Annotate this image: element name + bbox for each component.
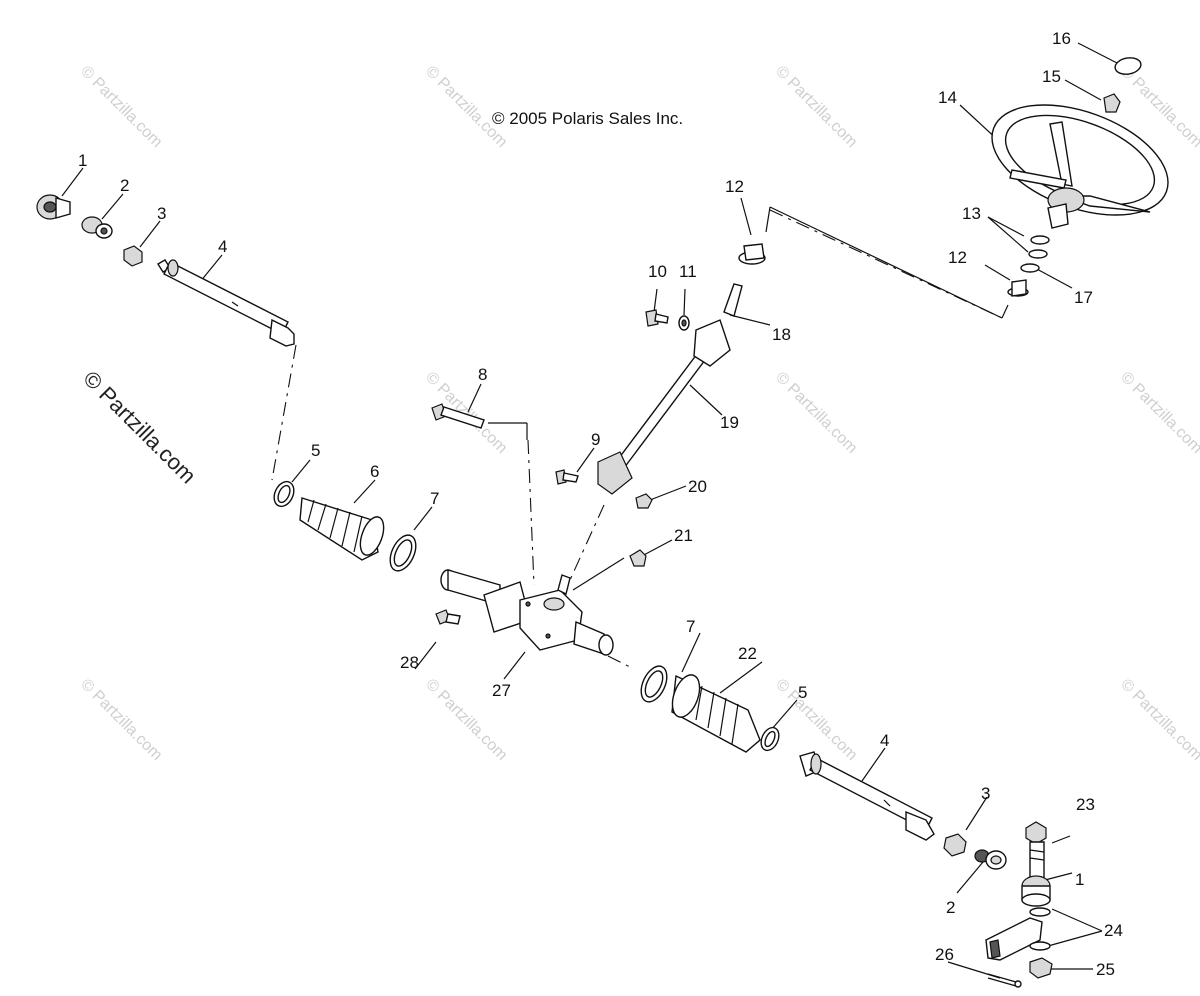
callout-10: 10 bbox=[648, 262, 667, 281]
dashed-lines bbox=[271, 209, 1003, 669]
watermark: © Partzilla.com bbox=[1117, 676, 1200, 764]
castle-nut[interactable] bbox=[1029, 957, 1053, 979]
clamp-ring-right[interactable] bbox=[758, 725, 783, 754]
callout-12: 12 bbox=[725, 177, 744, 196]
rack-bolt[interactable] bbox=[435, 609, 461, 625]
watermark: © Partzilla.com bbox=[772, 63, 860, 151]
callout-25: 25 bbox=[1096, 960, 1115, 979]
ball-joint-left[interactable] bbox=[81, 216, 113, 239]
boot-clamp-left[interactable] bbox=[385, 531, 421, 575]
boot-left[interactable] bbox=[299, 497, 388, 561]
spindle-bracket[interactable] bbox=[985, 917, 1043, 961]
callout-1: 1 bbox=[1075, 870, 1084, 889]
cotter-pin[interactable] bbox=[987, 973, 1022, 988]
callout-3: 3 bbox=[981, 784, 990, 803]
callout-14: 14 bbox=[938, 88, 957, 107]
watermark: © Partzilla.com bbox=[77, 676, 165, 764]
tie-rod-lower[interactable] bbox=[799, 751, 935, 841]
callout-labels: 1 2 3 4 5 6 7 8 9 10 11 12 13 14 15 16 1… bbox=[78, 29, 1123, 979]
callout-3: 3 bbox=[157, 204, 166, 223]
pinch-bolt[interactable] bbox=[645, 309, 669, 327]
washer-24-upper[interactable] bbox=[1029, 907, 1051, 917]
bushing-upper[interactable] bbox=[738, 243, 766, 265]
boot-right[interactable] bbox=[667, 671, 761, 753]
callout-7: 7 bbox=[430, 489, 439, 508]
callout-15: 15 bbox=[1042, 67, 1061, 86]
u-joint-bolt-lower[interactable] bbox=[555, 469, 579, 485]
mounting-bolt[interactable] bbox=[431, 403, 485, 429]
callout-20: 20 bbox=[688, 477, 707, 496]
callout-24: 24 bbox=[1104, 921, 1123, 940]
callout-6: 6 bbox=[370, 462, 379, 481]
watermark: © Partzilla.com bbox=[772, 676, 860, 764]
callout-23: 23 bbox=[1076, 795, 1095, 814]
callout-9: 9 bbox=[591, 430, 600, 449]
clamp-ring-left[interactable] bbox=[270, 478, 297, 509]
jam-nut-right[interactable] bbox=[943, 833, 967, 857]
steering-wheel[interactable] bbox=[977, 83, 1183, 236]
tie-rod-end-left[interactable] bbox=[36, 194, 71, 220]
wheel-nut[interactable] bbox=[1103, 93, 1121, 113]
ball-joint-right[interactable] bbox=[974, 849, 1007, 870]
callout-27: 27 bbox=[492, 681, 511, 700]
callout-7: 7 bbox=[686, 617, 695, 636]
callout-28: 28 bbox=[400, 653, 419, 672]
callout-4: 4 bbox=[218, 237, 227, 256]
washer-upper[interactable] bbox=[678, 315, 690, 331]
lock-nut-21[interactable] bbox=[629, 549, 647, 567]
callout-11: 11 bbox=[679, 262, 697, 281]
watermark: © Partzilla.com bbox=[1117, 369, 1200, 457]
callout-16: 16 bbox=[1052, 29, 1071, 48]
tie-rod-upper[interactable] bbox=[157, 259, 295, 347]
callout-18: 18 bbox=[772, 325, 791, 344]
callout-2: 2 bbox=[946, 898, 955, 917]
callout-2: 2 bbox=[120, 176, 129, 195]
watermark: © Partzilla.com bbox=[77, 63, 165, 151]
jam-nut-left[interactable] bbox=[123, 245, 143, 267]
callout-12: 12 bbox=[948, 248, 967, 267]
spindle-bolt[interactable] bbox=[1025, 821, 1047, 881]
callout-22: 22 bbox=[738, 644, 757, 663]
lock-nut-20[interactable] bbox=[635, 493, 653, 509]
boot-clamp-right[interactable] bbox=[636, 662, 672, 706]
washer-24-lower[interactable] bbox=[1029, 941, 1051, 951]
callout-21: 21 bbox=[674, 526, 693, 545]
callout-26: 26 bbox=[935, 945, 954, 964]
watermark: © Partzilla.com bbox=[422, 63, 510, 151]
tie-rod-end-right[interactable] bbox=[1021, 875, 1051, 907]
callout-8: 8 bbox=[478, 365, 487, 384]
callout-17: 17 bbox=[1074, 288, 1093, 307]
washer-set[interactable] bbox=[1020, 235, 1050, 273]
watermark-large: © Partzilla.com bbox=[78, 366, 201, 489]
callout-19: 19 bbox=[720, 413, 739, 432]
callout-13: 13 bbox=[962, 204, 981, 223]
callout-1: 1 bbox=[78, 151, 87, 170]
upper-u-joint-shaft[interactable] bbox=[723, 283, 743, 317]
callout-5: 5 bbox=[798, 683, 807, 702]
callout-5: 5 bbox=[311, 441, 320, 460]
steering-rack-housing[interactable] bbox=[440, 569, 614, 656]
wheel-cap[interactable] bbox=[1114, 56, 1142, 76]
watermark: © Partzilla.com bbox=[772, 369, 860, 457]
bushing-lower[interactable] bbox=[1007, 279, 1029, 297]
steering-shaft[interactable] bbox=[597, 319, 731, 495]
callout-4: 4 bbox=[880, 731, 889, 750]
copyright-text: © 2005 Polaris Sales Inc. bbox=[492, 109, 683, 128]
